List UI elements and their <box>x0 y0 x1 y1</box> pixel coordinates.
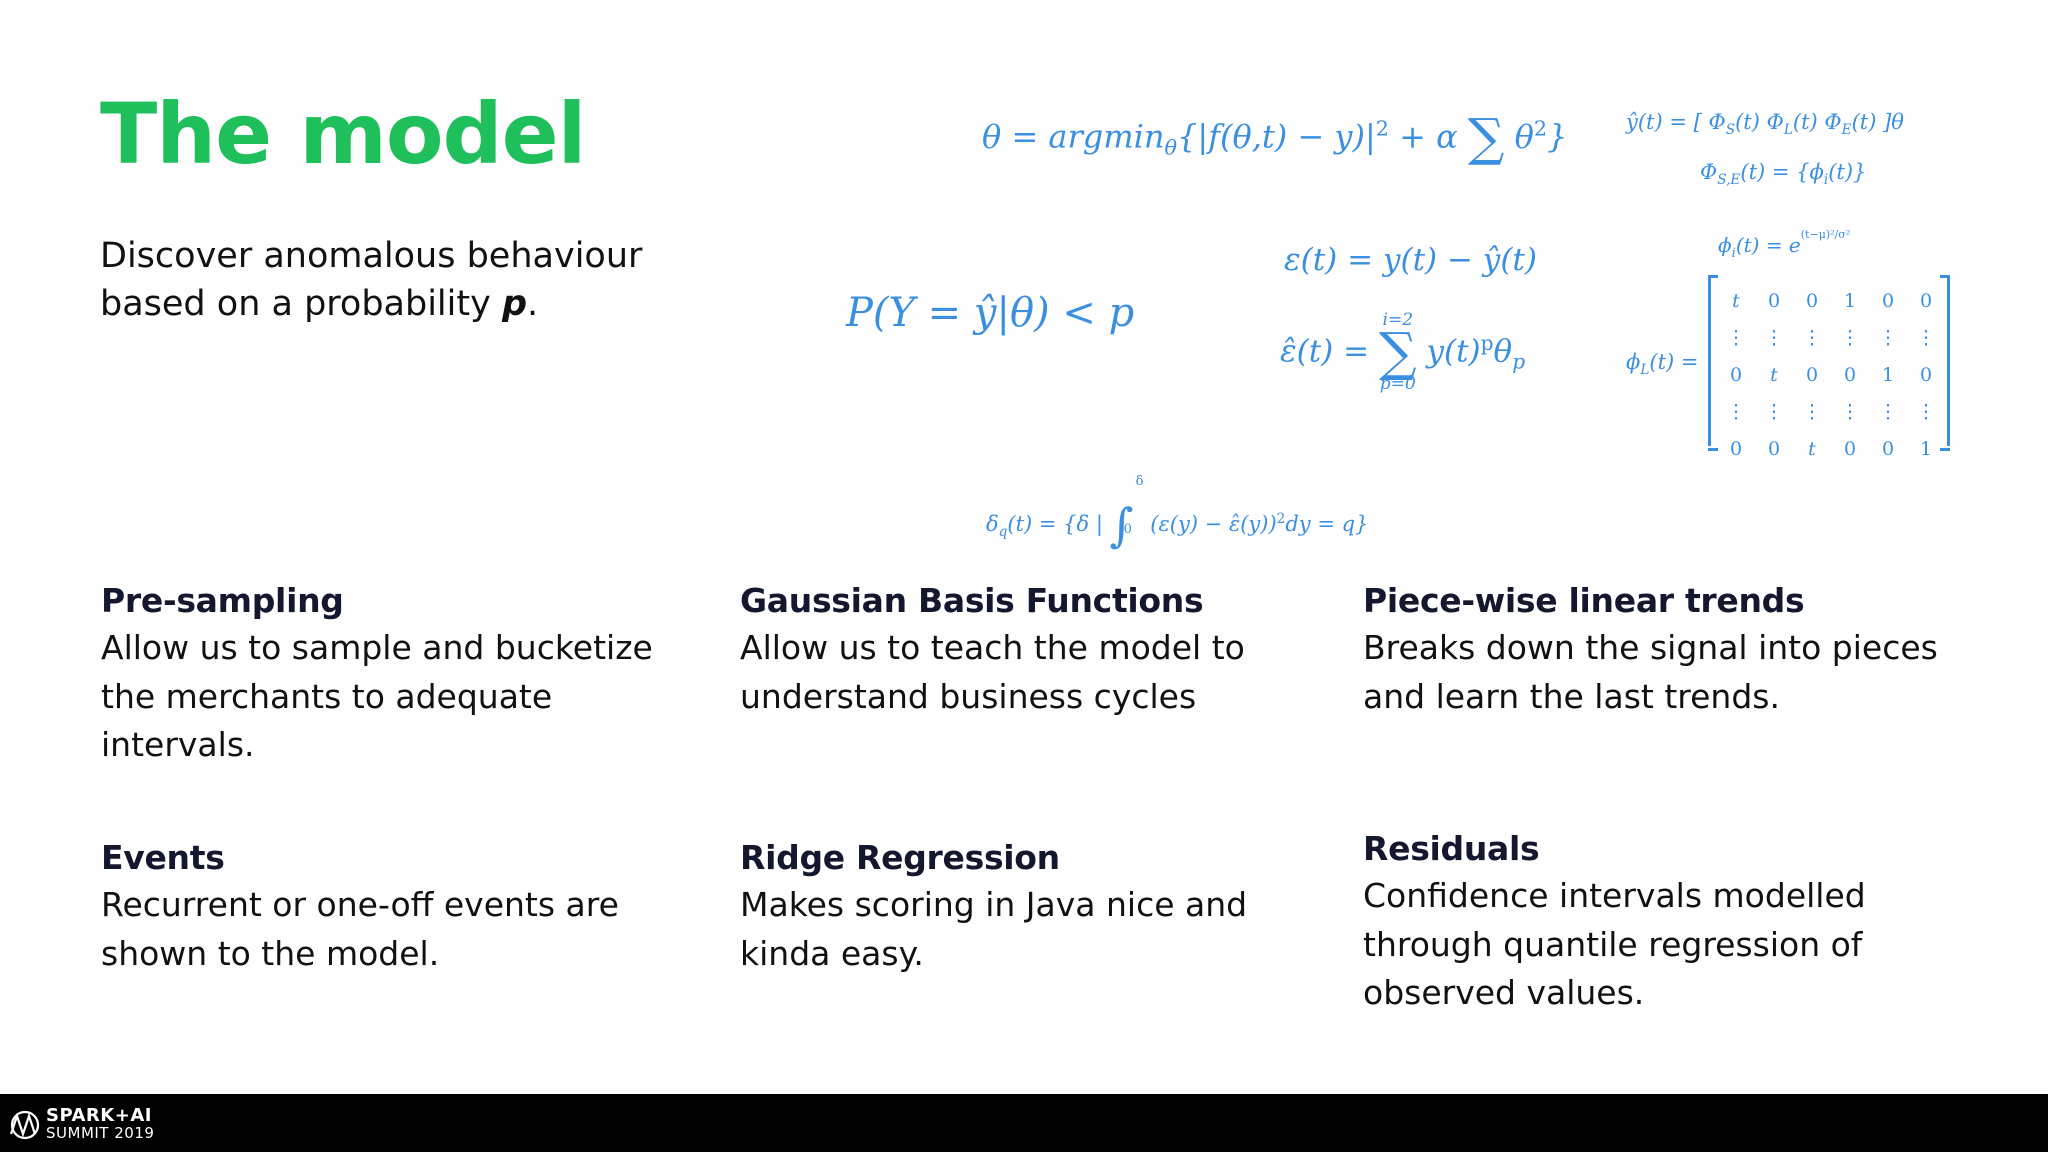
formula-probability: P(Y = ŷ|θ) < p <box>846 290 1135 336</box>
matrix-cell: 0 <box>1919 289 1933 312</box>
matrix-cell: 0 <box>1843 363 1857 386</box>
feature-title: Pre-sampling <box>101 581 344 620</box>
feature-residuals: Residuals Confidence intervals modelled … <box>1363 826 1923 1018</box>
matrix-cell: 1 <box>1843 289 1857 312</box>
matrix-row: ⋮ ⋮ ⋮ ⋮ ⋮ ⋮ <box>1717 393 1945 430</box>
slide-title: The model <box>100 85 586 183</box>
matrix-cell: ⋮ <box>1878 326 1898 349</box>
feature-body: Recurrent or one-off events are shown to… <box>101 885 619 973</box>
footer-bar: SPARK+AI SUMMIT 2019 <box>0 1094 2048 1152</box>
feature-title: Events <box>101 838 225 877</box>
matrix-cell: 0 <box>1805 363 1819 386</box>
matrix-cell: 0 <box>1729 437 1743 460</box>
matrix-cell: ⋮ <box>1840 326 1860 349</box>
matrix-cell: ⋮ <box>1726 400 1746 423</box>
matrix-cell: 1 <box>1919 437 1933 460</box>
matrix-cell: ⋮ <box>1802 400 1822 423</box>
formula-yhat: ŷ(t) = [ ΦS(t) ΦL(t) ΦE(t) ]θ <box>1626 110 1904 139</box>
matrix-cell: 0 <box>1843 437 1857 460</box>
feature-body: Makes scoring in Java nice and kinda eas… <box>740 885 1248 973</box>
matrix-cell: ⋮ <box>1916 400 1936 423</box>
feature-title: Residuals <box>1363 829 1540 868</box>
matrix-row: ⋮ ⋮ ⋮ ⋮ ⋮ ⋮ <box>1717 319 1945 356</box>
formula-phi-l: ϕL(t) = <box>1626 350 1699 379</box>
formula-phi-se: ΦS,E(t) = {ϕi(t)} <box>1700 160 1867 189</box>
subtitle-period: . <box>527 284 539 324</box>
slide-subtitle: Discover anomalous behaviour based on a … <box>100 232 660 328</box>
feature-body: Confidence intervals modelled through qu… <box>1363 876 1866 1012</box>
integral-sign: ∫ <box>1109 498 1134 552</box>
matrix-cell: 0 <box>1767 289 1781 312</box>
feature-title: Gaussian Basis Functions <box>740 581 1204 620</box>
feature-ridge-regression: Ridge Regression Makes scoring in Java n… <box>740 835 1300 978</box>
matrix-cell: 1 <box>1881 363 1895 386</box>
matrix-cell: t <box>1732 289 1740 312</box>
subtitle-text: Discover anomalous behaviour based on a … <box>100 236 643 324</box>
logo-text-secondary: SUMMIT 2019 <box>46 1124 155 1142</box>
feature-body: Allow us to teach the model to understan… <box>740 628 1245 716</box>
formula-quantile: δq(t) = {δ | ∫ δ 0 (ε(y) − ε̂(y))2dy = q… <box>986 474 1369 552</box>
matrix-cell: ⋮ <box>1840 400 1860 423</box>
formula-residual: ε(t) = y(t) − ŷ(t) <box>1284 242 1537 278</box>
matrix-cell: 0 <box>1729 363 1743 386</box>
matrix-cell: ⋮ <box>1916 326 1936 349</box>
feature-pre-sampling: Pre-sampling Allow us to sample and buck… <box>101 578 681 770</box>
formula-objective: θ = argminθ{|f(θ,t) − y)|2 + α ∑ θ2} <box>982 108 1568 168</box>
matrix-cell: ⋮ <box>1726 326 1746 349</box>
subtitle-variable: p <box>501 284 527 324</box>
matrix-cell: 0 <box>1805 289 1819 312</box>
feature-piecewise-trends: Piece-wise linear trends Breaks down the… <box>1363 578 1963 721</box>
matrix-row: 0 0 t 0 0 1 <box>1717 430 1945 467</box>
feature-events: Events Recurrent or one-off events are s… <box>101 835 661 978</box>
matrix-cell: ⋮ <box>1764 400 1784 423</box>
formula-residual-estimate: ε̂(t) = i=2 ∑ p=0 y(t)pθp <box>1280 310 1526 395</box>
feature-body: Breaks down the signal into pieces and l… <box>1363 628 1938 716</box>
slide: The model Discover anomalous behaviour b… <box>100 85 1963 1018</box>
matrix-cell: ⋮ <box>1802 326 1822 349</box>
summation: i=2 ∑ p=0 <box>1378 310 1417 395</box>
spark-ai-logo-icon <box>9 1110 40 1140</box>
matrix-row: 0 t 0 0 1 0 <box>1717 356 1945 393</box>
feature-body: Allow us to sample and bucketize the mer… <box>101 628 653 764</box>
matrix-row: t 0 0 1 0 0 <box>1717 282 1945 319</box>
matrix-cell: 0 <box>1881 289 1895 312</box>
matrix-cell: 0 <box>1881 437 1895 460</box>
feature-title: Piece-wise linear trends <box>1363 581 1805 620</box>
matrix-cell: t <box>1770 363 1778 386</box>
trend-matrix-table: t 0 0 1 0 0 ⋮ ⋮ ⋮ ⋮ ⋮ ⋮ 0 t 0 0 1 0 ⋮ ⋮ ⋮ ⋮ ⋮ ⋮ 0 0 t 0 0 1 <box>1717 282 1945 467</box>
matrix-cell: 0 <box>1919 363 1933 386</box>
matrix-cell: ⋮ <box>1878 400 1898 423</box>
matrix-cell: 0 <box>1767 437 1781 460</box>
logo-text-primary: SPARK+AI <box>46 1105 152 1126</box>
matrix-cell: ⋮ <box>1764 326 1784 349</box>
formula-phi-i: ϕi(t) = e(t−μ)²/σ² <box>1718 228 1851 261</box>
feature-title: Ridge Regression <box>740 838 1060 877</box>
matrix-cell: t <box>1808 437 1816 460</box>
feature-gaussian-basis: Gaussian Basis Functions Allow us to tea… <box>740 578 1300 721</box>
trend-matrix: t 0 0 1 0 0 ⋮ ⋮ ⋮ ⋮ ⋮ ⋮ 0 t 0 0 1 0 ⋮ ⋮ ⋮ ⋮ ⋮ ⋮ 0 0 t 0 0 1 <box>1708 275 1950 460</box>
